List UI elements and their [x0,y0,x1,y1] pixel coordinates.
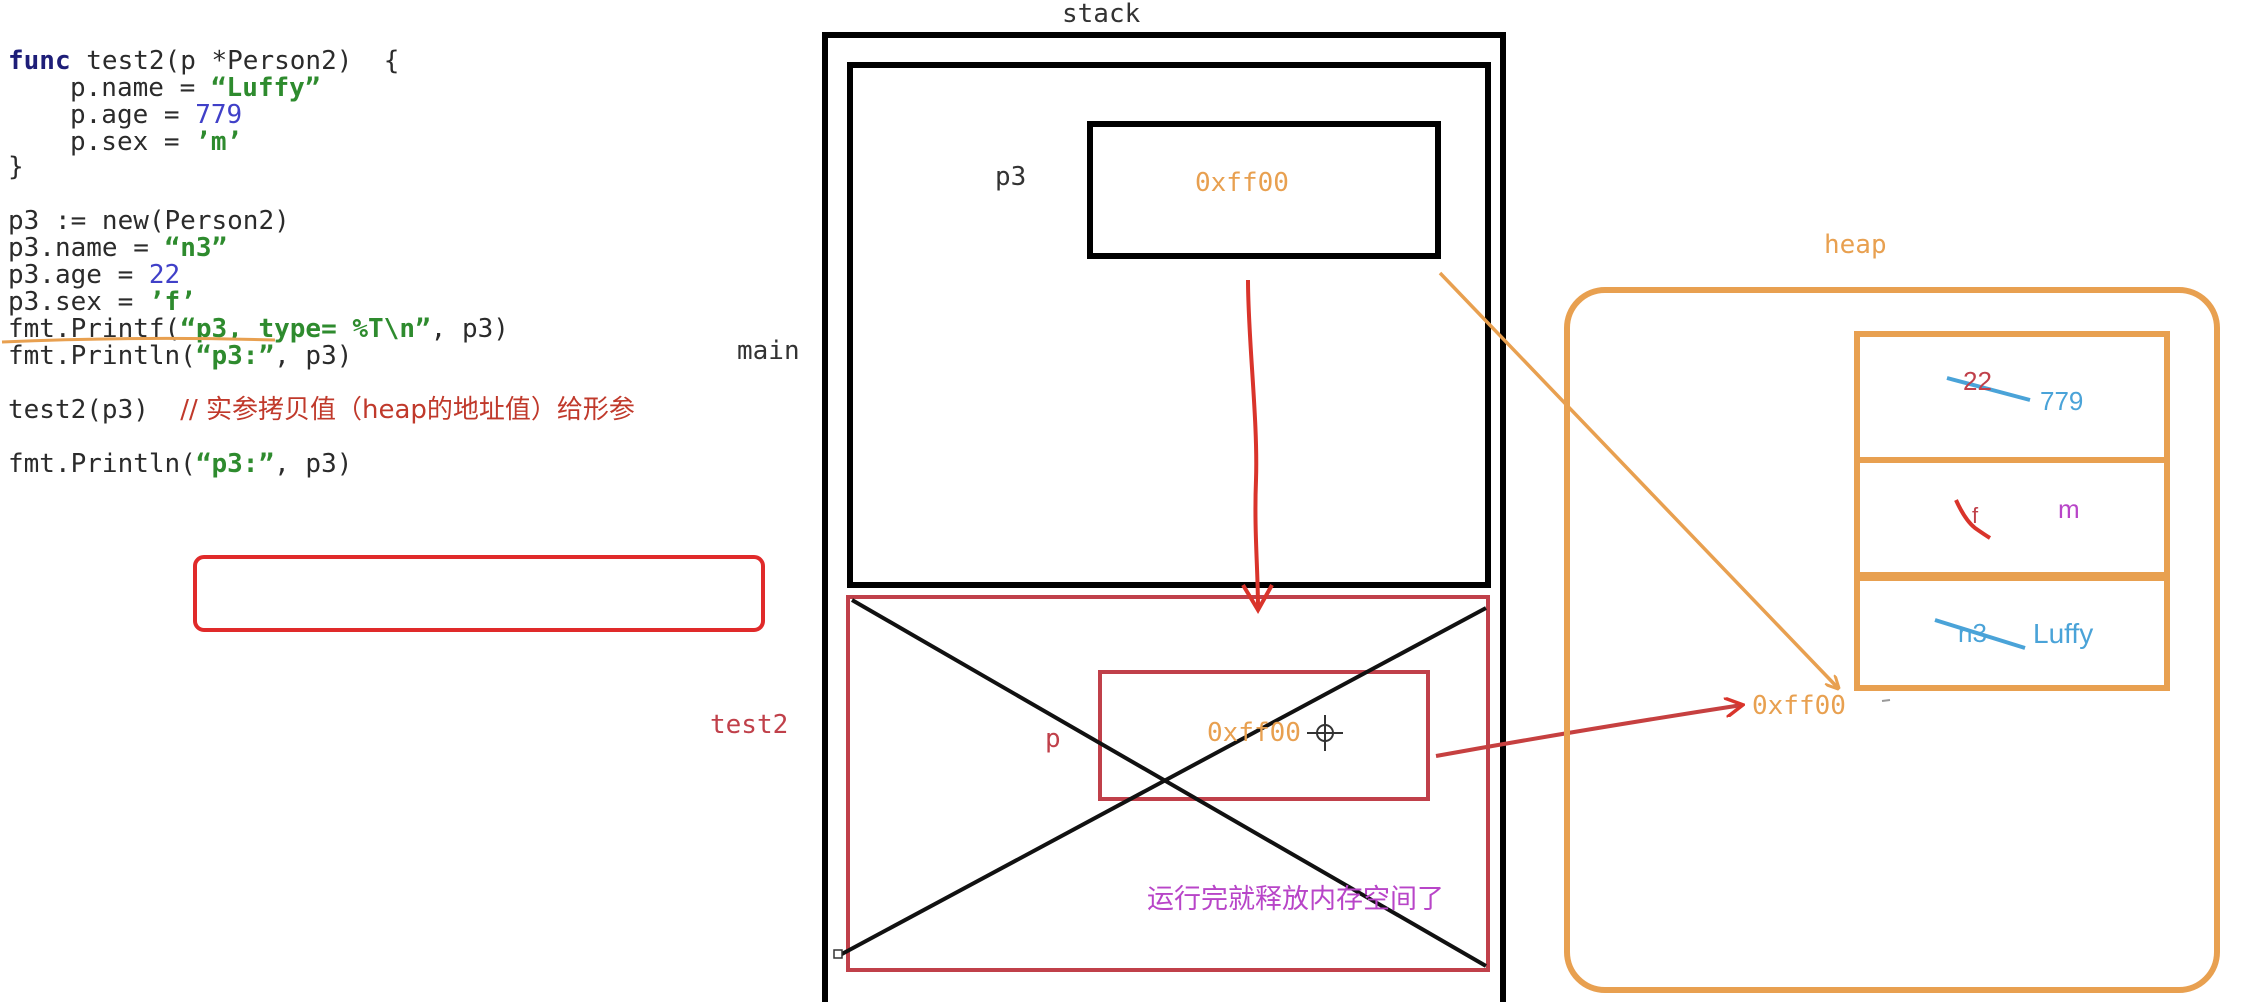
code-sex-line: p.sex = ’m’ [70,127,243,157]
name-old-value: n3 [1958,618,1987,648]
code-call-line: test2(p3) // 实参拷贝值（heap的地址值）给形参 [8,395,635,425]
code-name-line: p.name = “Luffy” [70,73,321,103]
test2-frame-box [846,595,1490,972]
code-sex3-line: p3.sex = ’f’ [8,287,196,317]
p3-label: p3 [995,162,1027,192]
corner-handle [833,949,843,959]
red-arrow-p-to-heap [1435,705,1742,758]
cross-line-2 [839,606,1487,957]
comment-highlight-box [193,555,765,632]
p3-box [1087,121,1441,259]
func-keyword: func [8,46,71,76]
release-note: 运行完就释放内存空间了 [1147,884,1444,915]
age-old-value: 22 [1963,366,1992,396]
age-new-value: 779 [2040,386,2084,416]
heap-address: 0xff00 [1752,691,1846,721]
code-age3-line: p3.age = 22 [8,260,181,290]
p-box [1098,670,1430,801]
cross-line-1 [851,598,1487,968]
heap-label: heap [1824,230,1887,260]
small-mark [1881,699,1891,702]
main-label: main [737,336,800,366]
main-frame-box [847,62,1491,588]
strike-name-old [1934,618,2026,650]
p-value: 0xff00 [1207,718,1301,748]
new-line-underline [1,336,276,344]
orange-arrow-p3-to-heap [1438,271,1838,688]
sex-old-value: f [1972,503,1979,528]
p-label: p [1045,724,1061,754]
red-arrow-down-head [1241,583,1274,614]
code-n3-line: p3.name = “n3” [8,233,228,263]
strike-age-old [1946,376,2031,402]
test2-label: test2 [710,710,789,740]
code-comment: // 实参拷贝值（heap的地址值）给形参 [180,395,635,425]
name-new-value: Luffy [2033,618,2094,649]
stack-box [822,32,1506,1002]
code-age-line: p.age = 779 [70,100,243,130]
code-println1-line: fmt.Println(“p3:”, p3) [8,341,353,371]
strike-sex-old [1954,499,1992,540]
code-close-brace: } [8,152,24,182]
heap-cell-sex [1854,457,2170,581]
crosshair-icon [1307,715,1343,751]
red-arrow-down [1246,279,1260,609]
code-func-line: func test2(p *Person2) { [8,46,400,76]
heap-box [1564,287,2220,993]
code-new-line: p3 := new(Person2) [8,206,290,236]
p3-value: 0xff00 [1195,168,1289,198]
sex-new-value: m [2058,494,2080,524]
code-println2-line: fmt.Println(“p3:”, p3) [8,449,353,479]
heap-cell-name [1854,575,2170,691]
stack-label: stack [1062,0,1141,29]
